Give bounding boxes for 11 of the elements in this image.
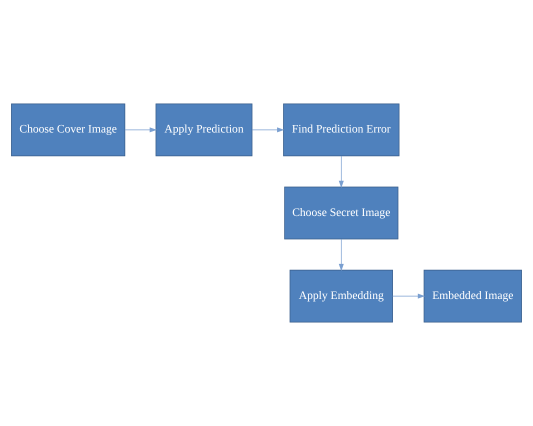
arrow: [124, 127, 157, 132]
node-box: Find Prediction Error: [283, 104, 400, 156]
arrow: [338, 238, 344, 272]
arrow: [252, 127, 284, 132]
node-box: Apply Embedding: [290, 270, 393, 322]
node-box: Embedded Image: [424, 270, 522, 322]
arrow: [392, 294, 426, 299]
node-box: Choose Cover Image: [11, 104, 126, 156]
node-box: Apply Prediction: [156, 104, 252, 156]
node-box: Choose Secret Image: [284, 186, 398, 240]
arrow: [338, 156, 344, 188]
